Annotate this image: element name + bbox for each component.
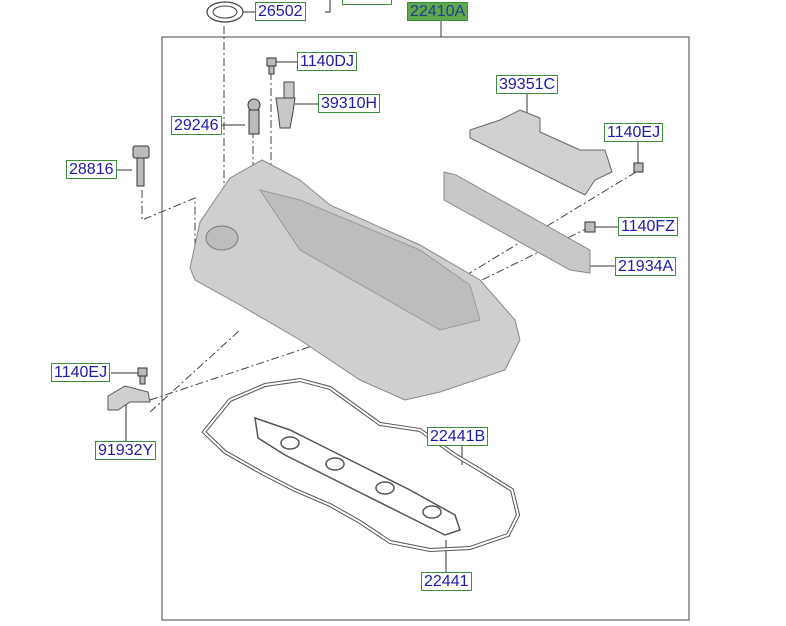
part-label-39351C[interactable]: 39351C — [496, 75, 559, 94]
part-label-39310H[interactable]: 39310H — [318, 94, 381, 113]
bracket-91932Y — [107, 385, 151, 411]
bolts — [132, 57, 644, 385]
part-label-1140FZ[interactable]: 1140FZ — [618, 217, 678, 236]
part-label-22441B[interactable]: 22441B — [427, 427, 489, 446]
part-label-1140EJ-right[interactable]: 1140EJ — [604, 123, 664, 142]
heat-shield-21934A — [443, 171, 591, 274]
part-label-1140EJ-left[interactable]: 1140EJ — [51, 363, 111, 382]
part-label-21934A[interactable]: 21934A — [615, 257, 677, 276]
assembly-frame — [161, 36, 690, 621]
camshaft-sensor — [275, 81, 296, 129]
part-label-29246[interactable]: 29246 — [171, 116, 222, 135]
part-label-cutoff[interactable] — [342, 0, 392, 5]
part-label-91932Y[interactable]: 91932Y — [95, 441, 157, 460]
bracket-39351C — [469, 109, 613, 196]
part-label-22441[interactable]: 22441 — [421, 572, 472, 591]
part-label-22410A[interactable]: 22410A — [407, 2, 469, 21]
gasket-22441 — [254, 416, 461, 536]
part-label-28816[interactable]: 28816 — [66, 160, 117, 179]
part-label-1140DJ[interactable]: 1140DJ — [297, 52, 357, 71]
part-label-26502[interactable]: 26502 — [255, 2, 306, 21]
